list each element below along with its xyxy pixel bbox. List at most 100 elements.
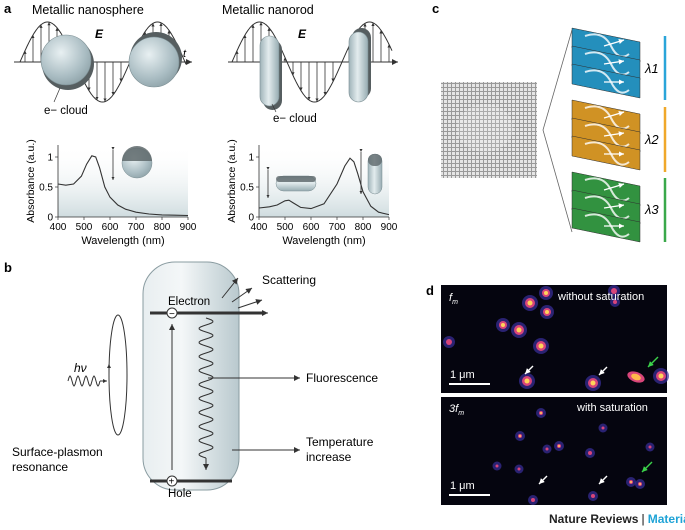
plus-sign: + <box>169 477 175 488</box>
image-haze <box>441 82 537 178</box>
time-label: t <box>183 48 187 60</box>
layer-grid <box>572 208 640 242</box>
x-tick-label: 900 <box>180 222 197 233</box>
spot-core <box>519 435 521 437</box>
pointer-arrow-green <box>641 461 653 473</box>
x-tick-label: 600 <box>303 222 320 233</box>
pointer-arrow <box>598 366 608 376</box>
cloud-label: e− cloud <box>273 113 317 125</box>
micrograph-with-saturation <box>441 397 667 505</box>
pointer-arrow <box>603 59 625 65</box>
temperature-label-line2: increase <box>306 450 352 464</box>
pointer-arrow <box>603 183 625 191</box>
electron-cloud-shadow <box>276 176 316 182</box>
wave-curve <box>231 21 393 103</box>
electron-label: Electron <box>168 296 210 308</box>
spot-core <box>544 291 548 295</box>
lambda2-label: λ2 <box>644 132 659 147</box>
pointer-arrow <box>538 475 548 485</box>
scattering-arrow <box>231 287 253 303</box>
pointer-arrow <box>524 365 534 375</box>
nanorod-diagram: Metallic nanorod E e− cloud <box>222 3 398 125</box>
nanosphere-diagram: Metallic nanosphere t E e− cloud <box>14 3 192 117</box>
spot <box>588 451 592 455</box>
spot <box>648 445 652 449</box>
pointer-arrow-green <box>647 356 659 368</box>
panel-label: a <box>4 1 12 16</box>
relaxation-wave <box>198 317 214 459</box>
plasmon-label-line2: resonance <box>12 460 68 474</box>
y-tick-label: 1 <box>47 153 53 164</box>
nanorod <box>259 35 280 107</box>
x-tick-label: 800 <box>355 222 372 233</box>
layer-grid <box>572 118 640 152</box>
panel-b: b Electron Hole − + Fluorescence Tempera… <box>4 260 378 500</box>
layer-grid <box>572 64 640 98</box>
nanorod <box>348 31 369 103</box>
spot-core <box>516 327 522 333</box>
spot-core <box>524 378 530 384</box>
scattering-arrow <box>221 277 239 299</box>
wave-curve <box>19 21 187 103</box>
pointer-arrow <box>603 39 625 47</box>
y-axis-label: Absorbance (a.u.) <box>25 139 37 222</box>
x-axis-label: Wavelength (nm) <box>282 235 365 247</box>
hole-symbol <box>166 475 178 487</box>
layer-grid <box>572 46 640 80</box>
temperature-label-line1: Temperature <box>306 435 374 449</box>
y-tick-label: 0 <box>248 213 254 224</box>
cloud-label: e− cloud <box>44 105 88 117</box>
spot-core <box>658 373 664 379</box>
pixel-grid-image <box>441 82 537 178</box>
x-tick-label: 700 <box>329 222 346 233</box>
scale-label: 1 μm <box>450 480 475 492</box>
spot <box>601 426 605 430</box>
y-axis-label: Absorbance (a.u.) <box>226 139 238 222</box>
hole-label: Hole <box>168 488 192 500</box>
absorbance-curve <box>57 155 189 217</box>
pointer-arrow <box>598 475 608 485</box>
spot <box>591 494 595 498</box>
nanosphere-title: Metallic nanosphere <box>32 3 144 17</box>
nanosphere <box>40 34 92 86</box>
spot <box>545 447 549 451</box>
photon-wave <box>67 375 101 387</box>
x-tick-label: 600 <box>102 222 119 233</box>
scattering-arrow <box>237 299 263 309</box>
x-axis-label: Wavelength (nm) <box>81 235 164 247</box>
excitation-tag: fm <box>449 292 458 306</box>
pointer-arrow <box>603 131 625 137</box>
micrograph-title: without saturation <box>557 291 644 303</box>
panel-label: b <box>4 260 12 275</box>
spot <box>611 288 617 294</box>
panel-label: c <box>432 1 439 16</box>
x-tick-label: 500 <box>76 222 93 233</box>
emitter-spots <box>443 285 669 391</box>
x-tick-label: 400 <box>50 222 67 233</box>
minus-sign: − <box>169 309 175 320</box>
nanorod-title: Metallic nanorod <box>222 3 314 17</box>
panel-d: d fm without saturation 1 μm 3fm with sa… <box>426 283 669 505</box>
spot-core <box>630 481 632 483</box>
spot-core <box>639 483 641 485</box>
lambda1-label: λ1 <box>644 61 659 76</box>
spot <box>531 498 535 502</box>
excitation-tag: 3fm <box>449 403 464 417</box>
plasmon-label-line1: Surface-plasmon <box>12 445 103 459</box>
lambda3-label: λ3 <box>644 202 659 217</box>
scattering-label: Scattering <box>262 273 316 287</box>
electron-symbol <box>166 307 178 319</box>
spot <box>613 300 617 304</box>
spot-core <box>545 310 549 314</box>
spot <box>495 464 499 468</box>
x-tick-label: 800 <box>154 222 171 233</box>
spot-core <box>527 300 533 306</box>
journal-footer: Nature Reviews|Materials <box>549 512 685 526</box>
spot-core <box>501 323 505 327</box>
pointer-arrow <box>603 111 625 119</box>
spot-core <box>538 343 544 349</box>
spot-core <box>631 373 641 381</box>
callout-line <box>271 103 277 113</box>
spectral-stack <box>571 27 641 243</box>
